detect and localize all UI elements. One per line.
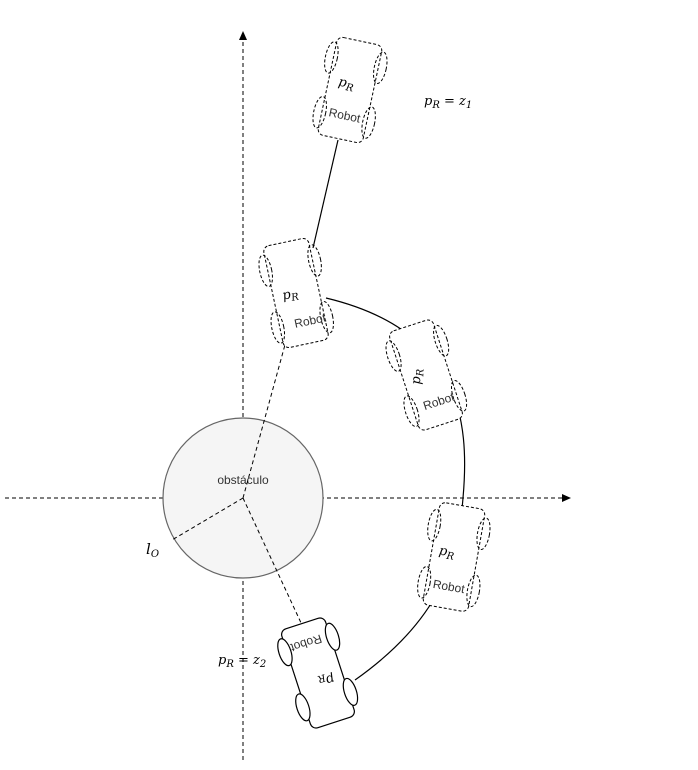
robot-3-wheel: [433, 324, 450, 357]
robot-3-wheel: [450, 379, 468, 412]
radius-to-robot-2: [242, 289, 301, 499]
obstacle-label: obstáculo: [217, 473, 269, 487]
robot-5-wheel: [324, 622, 341, 651]
robot-2-label: Robot: [293, 310, 328, 330]
robot-1-wheel: [373, 51, 388, 85]
robot-4-pr: pR: [437, 543, 456, 563]
robot-1-pr: pR: [337, 75, 357, 95]
label-lo: lO: [146, 540, 159, 560]
robot-1-body: [317, 36, 383, 144]
robot-4-wheel: [417, 565, 432, 599]
equation-z1: pR = z1: [424, 94, 472, 111]
robot-2: pR Robot: [258, 237, 334, 349]
robot-2-wheel: [307, 244, 322, 277]
robot-1-wheel: [361, 106, 376, 139]
robot-3-wheel: [385, 340, 402, 372]
robot-2-wheel: [270, 311, 286, 344]
robot-5-wheel: [342, 677, 359, 706]
robot-4: pR Robot: [417, 502, 491, 612]
robot-1-wheel: [312, 95, 327, 129]
robot-2-body: [263, 237, 329, 349]
robot-4-label: Robot: [432, 577, 467, 596]
robot-2-wheel: [258, 254, 273, 288]
robot-3: pR Robot: [385, 319, 468, 431]
robot-4-wheel: [466, 574, 481, 608]
robot-4-wheel: [427, 508, 442, 542]
robot-5-wheel: [295, 693, 311, 722]
robot-1-label: Robot: [327, 105, 362, 125]
robot-2-pr: pR: [281, 286, 301, 306]
equation-z2: pR = z2: [218, 653, 266, 670]
robot-5-body: [281, 617, 355, 729]
robot-5-wheel: [277, 638, 293, 667]
robot-2-wheel: [319, 300, 334, 334]
robot-3-wheel: [403, 395, 420, 428]
robot-1: pR Robot: [312, 36, 388, 144]
robot-1-wheel: [324, 41, 339, 74]
robot-4-wheel: [476, 517, 491, 551]
path-segment-straight: [312, 139, 339, 249]
robot-5: pR Robot: [277, 617, 359, 729]
robot-4-body: [422, 502, 486, 612]
robot-3-body: [389, 319, 463, 431]
robot-3-pr: pR: [409, 368, 427, 385]
